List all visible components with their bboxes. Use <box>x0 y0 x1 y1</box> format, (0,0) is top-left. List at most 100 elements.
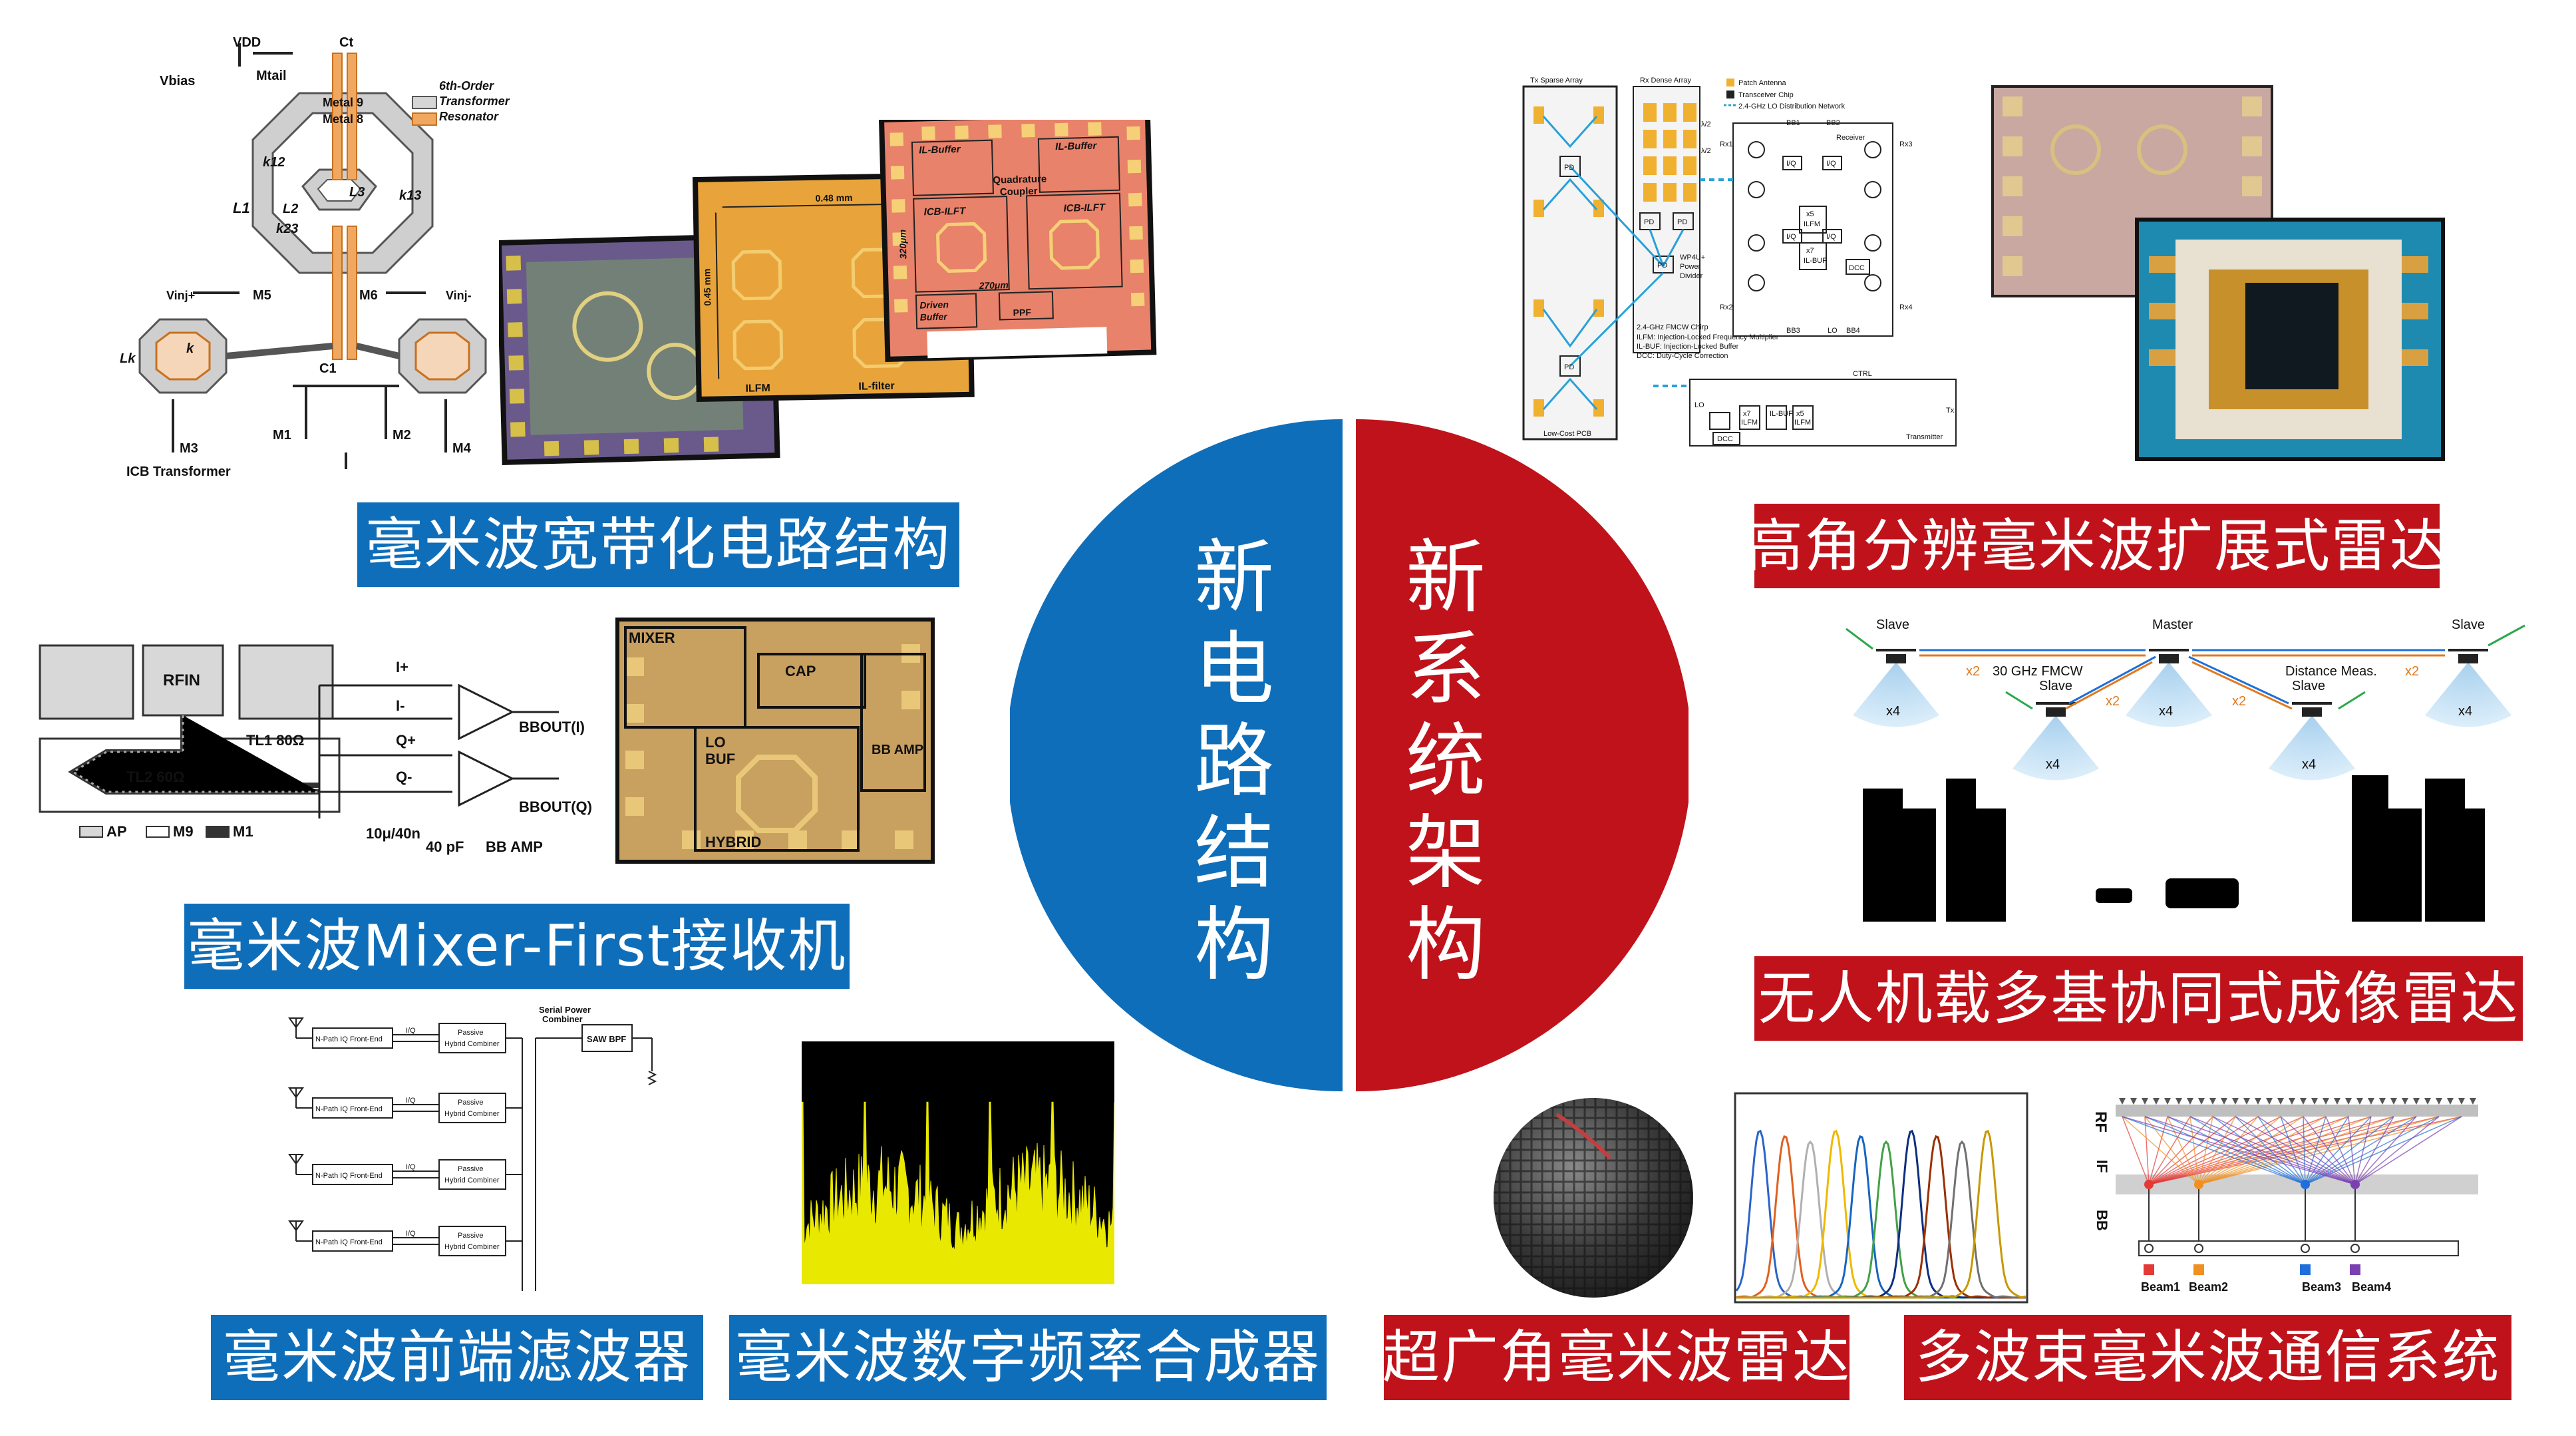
fe-npath-text: N-Path IQ Front-End <box>315 1105 383 1113</box>
k-text: k <box>186 341 194 356</box>
bb-node <box>2301 1244 2310 1253</box>
ilfm-tx-text: ILFM <box>1741 419 1758 427</box>
beam-feed-line <box>2303 1116 2356 1185</box>
m6-text: M6 <box>359 288 378 303</box>
antenna-icon <box>2277 1098 2284 1105</box>
beam-feed-line <box>2325 1116 2356 1185</box>
iq-1-text: I/Q <box>1786 160 1796 168</box>
circle-right-title: 新系统架构 <box>1406 532 1486 991</box>
antenna-icon <box>2436 1098 2442 1105</box>
metal9-text: Metal 9 <box>323 96 363 109</box>
beam-node <box>2350 1180 2360 1189</box>
rx2-text: Rx2 <box>1720 303 1733 311</box>
uav-scenario: Slave Master Slave Slave Slave 30 GHz FM… <box>1846 618 2525 922</box>
label-wideband-circuit: 毫米波宽带化电路结构 <box>357 502 959 587</box>
iminus-text: I- <box>396 697 404 714</box>
size-text: 10μ/40n <box>366 825 420 842</box>
ilbuf-tx-text: IL-BUF <box>1770 410 1793 418</box>
dcc-note-text: DCC: Duty-Cycle Correction <box>1637 352 1728 360</box>
beam4-text: Beam4 <box>2352 1280 2391 1294</box>
antenna-icon <box>2187 1098 2193 1105</box>
rx4-text: Rx4 <box>1899 303 1913 311</box>
antenna-icon <box>2458 1098 2465 1105</box>
spectrum-trace <box>802 1101 1114 1284</box>
vinj-plus-text: Vinj+ <box>166 289 195 302</box>
bbout-i-text: BBOUT(I) <box>519 719 585 735</box>
driven-text: Driven <box>919 299 949 310</box>
beam-feed-line <box>2257 1116 2356 1185</box>
distance-meas-text: Distance Meas. <box>2285 664 2377 679</box>
beam-feed-line <box>2144 1116 2356 1185</box>
fe-hybrid-text: Hybrid Combiner <box>444 1176 500 1184</box>
center-circle-left-half <box>1010 419 1343 1091</box>
beam-feed-line <box>2148 1116 2259 1185</box>
beam-feed-line <box>2122 1116 2150 1185</box>
fe-hybrid-text: Hybrid Combiner <box>444 1040 500 1048</box>
x7-rx-text: x7 <box>1806 247 1814 255</box>
fe-antenna-icon <box>288 1220 304 1232</box>
antenna-icon <box>2300 1098 2307 1105</box>
fe-npath-block <box>312 1230 393 1252</box>
beam-feed-line <box>2354 1116 2462 1185</box>
rfin-text: RFIN <box>163 671 200 689</box>
tx-port-text: Tx <box>1946 407 1955 415</box>
bbamp-text: BB AMP <box>486 838 543 855</box>
antenna-icon <box>2243 1098 2250 1105</box>
beam-feed-line <box>2348 1116 2356 1185</box>
bb-node <box>2350 1244 2360 1253</box>
m9-text: M9 <box>173 823 194 840</box>
m1-text: M1 <box>273 428 291 443</box>
antenna-icon <box>2175 1098 2182 1105</box>
slave-mid-left-text: Slave <box>2039 679 2072 693</box>
x4-1-text: x4 <box>1886 704 1900 719</box>
pd-bottom-text: PD <box>1564 363 1574 371</box>
fe-npath-text: N-Path IQ Front-End <box>315 1035 383 1043</box>
label-front-end-filter: 毫米波前端滤波器 <box>211 1315 703 1400</box>
beam-feed-line <box>2148 1116 2236 1185</box>
beam-feed-line <box>2212 1116 2356 1185</box>
mtail-text: Mtail <box>256 69 287 83</box>
ap-text: AP <box>106 823 127 840</box>
x2-2-text: x2 <box>2106 694 2120 709</box>
master-text: Master <box>2152 618 2193 632</box>
chip-buf-text: BUF <box>705 751 735 767</box>
antenna-icon <box>2311 1098 2318 1105</box>
beam-feed-line <box>2148 1116 2213 1185</box>
l3-text: L3 <box>349 185 365 200</box>
slave-left-text: Slave <box>1876 618 1909 632</box>
vbias-text: Vbias <box>160 74 195 89</box>
chip-width-text: 0.48 mm <box>815 192 852 204</box>
beam-feed-line <box>2122 1116 2356 1185</box>
fe-antenna-icon <box>288 1017 304 1029</box>
beam-feed-line <box>2189 1116 2306 1185</box>
m4-text: M4 <box>452 441 472 456</box>
fe-iq-text: I/Q <box>406 1097 416 1105</box>
fe-npath-block <box>312 1164 393 1185</box>
beam-feed-line <box>2148 1116 2168 1185</box>
antenna-icon <box>2209 1098 2216 1105</box>
vdd-text: VDD <box>233 35 261 50</box>
x5-tx-text: x5 <box>1796 410 1804 418</box>
patch-antenna-text: Patch Antenna <box>1738 79 1786 87</box>
antenna-icon <box>2334 1098 2340 1105</box>
bb-text: BB <box>2096 1210 2110 1231</box>
c1-text: C1 <box>319 361 337 376</box>
coupler-text: Coupler <box>1000 186 1038 198</box>
ilfm-text: ILFM <box>745 383 770 395</box>
spectrum-plot <box>802 1041 1114 1284</box>
beam-legend-swatch <box>2350 1264 2360 1275</box>
chip-bbamp-text: BB AMP <box>872 743 923 757</box>
ilfilter-text: IL-filter <box>858 381 895 393</box>
x7-tx-text: x7 <box>1743 410 1751 418</box>
beam-feed-line <box>2198 1116 2259 1185</box>
beam-feed-line <box>2167 1116 2306 1185</box>
beam-node <box>2194 1180 2203 1189</box>
chip-photos-stack: 0.48 mm 0.45 mm ILFM IL-filter IL-Buffer… <box>499 120 1157 465</box>
antenna-icon <box>2356 1098 2363 1105</box>
beam-feed-line <box>2122 1116 2306 1185</box>
tx-sparse-text: Tx Sparse Array <box>1530 77 1583 85</box>
beam-feed-line <box>2167 1116 2356 1185</box>
bb3-text: BB3 <box>1786 327 1800 335</box>
fe-npath-block <box>312 1027 393 1049</box>
beam-feed-line <box>2148 1116 2191 1185</box>
